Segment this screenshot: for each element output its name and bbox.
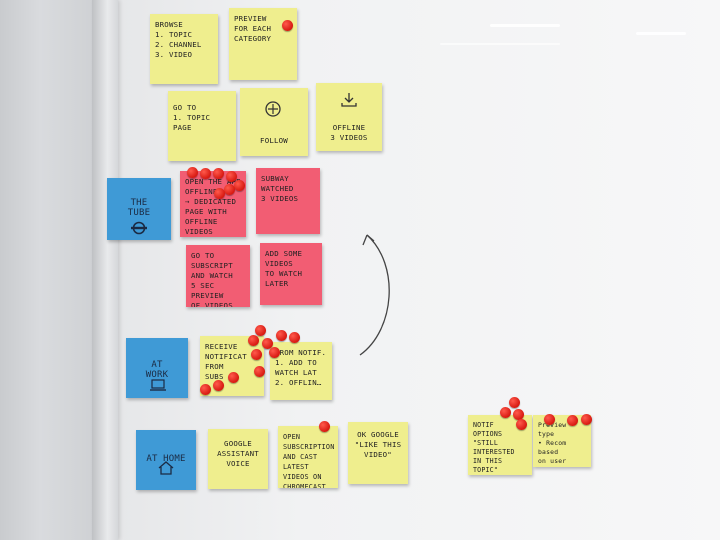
- voting-dot: [509, 397, 520, 408]
- voting-dot: [251, 349, 262, 360]
- voting-dot: [234, 180, 245, 191]
- the-tube-label: The Tube: [127, 198, 151, 218]
- sticky-note-preview: Preview for each category: [229, 8, 297, 80]
- sticky-note-cast-videos: Open subscription and cast latest videos…: [278, 426, 338, 488]
- sticky-note-browse: Browse 1. Topic 2. Channel 3. Video: [150, 14, 218, 84]
- voting-dot: [248, 335, 259, 346]
- light-glare: [490, 24, 560, 27]
- voting-dot: [213, 380, 224, 391]
- voting-dot: [200, 384, 211, 395]
- sticky-note-from-notif: From notif. 1. Add to watch lat 2. Offli…: [270, 342, 332, 400]
- at-work-label: At work: [145, 360, 169, 380]
- voting-dot: [224, 184, 235, 195]
- voting-dot: [276, 330, 287, 341]
- sticky-note-at-home: At home: [136, 430, 196, 490]
- light-glare: [636, 32, 686, 35]
- sticky-note-follow: Follow: [240, 88, 308, 156]
- voting-dot: [226, 171, 237, 182]
- sticky-note-go-to-subscription: Go to subscript and watch 5 sec preview …: [186, 245, 250, 307]
- voting-dot: [254, 366, 265, 377]
- sticky-note-ok-google: OK Google "Like this video": [348, 422, 408, 484]
- voting-dot: [544, 414, 555, 425]
- sticky-note-watch-later: Add some videos to watch later: [260, 243, 322, 305]
- plus-circle-icon: [265, 101, 281, 117]
- sticky-note-preview-type: Preview type • Recom based on user behav: [533, 415, 591, 467]
- download-icon: [341, 93, 357, 107]
- voting-dot: [513, 409, 524, 420]
- sticky-note-receive-notification: Receive notificat from subs: [200, 336, 264, 396]
- voting-dot: [282, 20, 293, 31]
- underground-logo-icon: [131, 221, 147, 235]
- voting-dot: [516, 419, 527, 430]
- voting-dot: [581, 414, 592, 425]
- offline-label: Offline 3 videos: [330, 123, 368, 142]
- voting-dot: [319, 421, 330, 432]
- light-glare: [440, 43, 560, 45]
- voting-dot: [500, 407, 511, 418]
- voting-dot: [228, 372, 239, 383]
- sticky-note-the-tube: The Tube: [107, 178, 171, 240]
- voting-dot: [269, 347, 280, 358]
- voting-dot: [255, 325, 266, 336]
- voting-dot: [567, 415, 578, 426]
- curved-arrow: [359, 234, 390, 356]
- sticky-note-notif-options: Notif options "Still interested in this …: [468, 415, 532, 475]
- voting-dot: [262, 338, 273, 349]
- sticky-note-subway: Subway watched 3 videos: [256, 168, 320, 234]
- voting-dot: [214, 188, 225, 199]
- voting-dot: [289, 332, 300, 343]
- at-home-label: At home: [146, 454, 186, 464]
- voting-dot: [200, 168, 211, 179]
- sticky-note-go-to-topic: Go to 1. Topic page: [168, 91, 236, 161]
- laptop-icon: [150, 379, 166, 391]
- house-icon: [158, 461, 174, 475]
- follow-label: Follow: [260, 136, 288, 145]
- voting-dot: [213, 168, 224, 179]
- voting-dot: [187, 167, 198, 178]
- sticky-note-google-assistant: Google assistant voice: [208, 429, 268, 489]
- whiteboard-frame: [92, 0, 118, 540]
